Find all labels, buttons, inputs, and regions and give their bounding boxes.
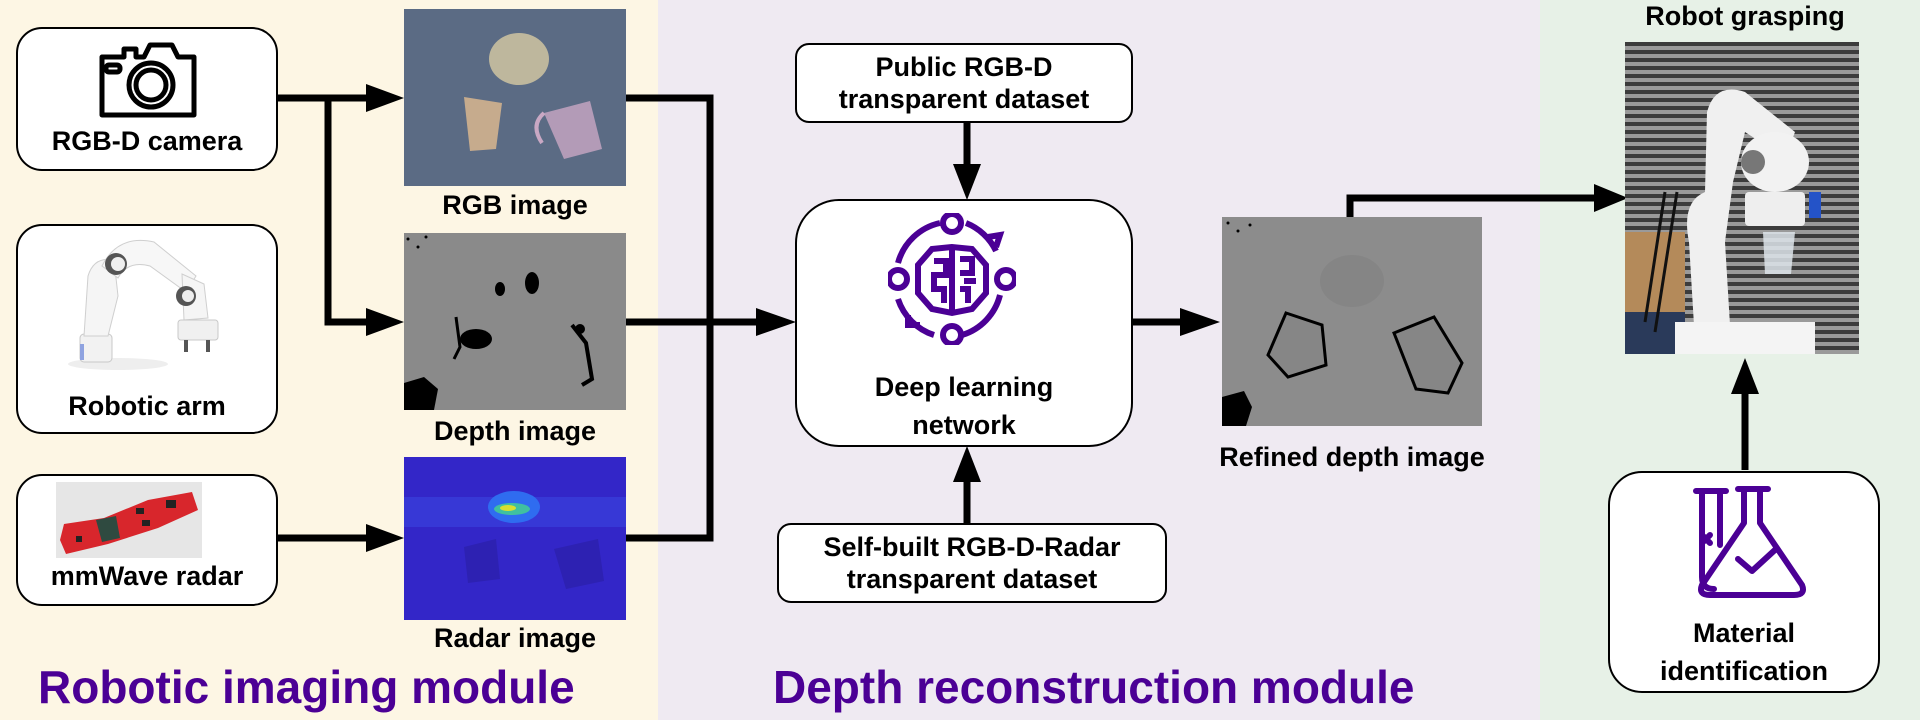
depth-image-label: Depth image <box>433 416 597 446</box>
deep-learning-network-box: Deep learning network <box>795 199 1133 447</box>
self-built-dataset-line1: Self-built RGB-D-Radar <box>823 532 1121 562</box>
mmwave-radar-label: mmWave radar <box>50 561 244 591</box>
robot-grasping-photo <box>1625 42 1859 354</box>
refined-depth-image <box>1222 217 1482 426</box>
robotic-arm-label: Robotic arm <box>68 391 226 421</box>
material-identification-box: Material identification <box>1608 471 1880 693</box>
public-dataset-line2: transparent dataset <box>838 84 1090 114</box>
network-line2: network <box>912 410 1016 440</box>
robot-grasping-label: Robot grasping <box>1645 1 1845 31</box>
robotic-arm-image <box>68 239 219 370</box>
refined-depth-label: Refined depth image <box>1219 442 1485 472</box>
flask-test-tube-icon <box>1693 486 1806 598</box>
material-line2: identification <box>1660 656 1828 686</box>
radar-image-label: Radar image <box>433 623 597 653</box>
rgb-image <box>404 9 626 186</box>
camera-icon <box>99 42 197 118</box>
radar-image <box>404 457 626 620</box>
radar-board-image <box>56 482 202 558</box>
network-line1: Deep learning <box>874 372 1054 402</box>
mmwave-radar-box: mmWave radar <box>16 474 278 606</box>
self-built-dataset-line2: transparent dataset <box>846 564 1098 594</box>
rgbd-camera-box: RGB-D camera <box>16 27 278 171</box>
public-dataset-line1: Public RGB-D <box>875 52 1053 82</box>
rgb-image-label: RGB image <box>442 190 588 220</box>
brain-network-icon <box>888 213 1016 345</box>
material-line1: Material <box>1692 618 1796 648</box>
robotic-arm-box: Robotic arm <box>16 224 278 434</box>
rgbd-camera-label: RGB-D camera <box>51 126 243 156</box>
self-built-dataset-box: Self-built RGB-D-Radar transparent datas… <box>777 523 1167 603</box>
reconstruction-module-title: Depth reconstruction module <box>773 661 1415 713</box>
public-dataset-box: Public RGB-D transparent dataset <box>795 43 1133 123</box>
imaging-module-title: Robotic imaging module <box>38 661 575 713</box>
depth-image <box>404 233 626 410</box>
